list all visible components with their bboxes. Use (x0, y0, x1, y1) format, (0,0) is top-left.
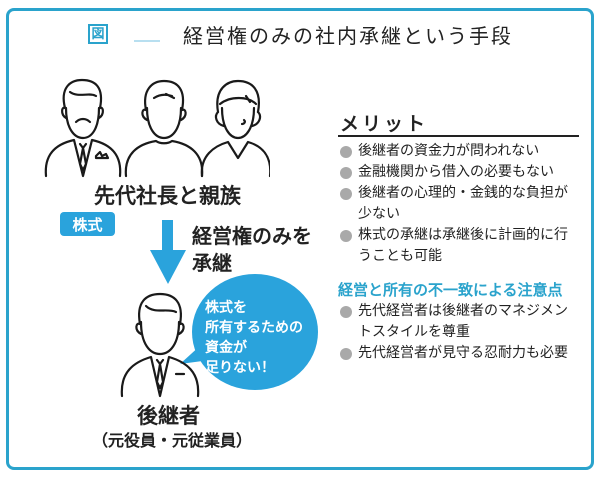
predecessor-label: 先代社長と親族 (94, 184, 241, 208)
successor-label: 後継者 (137, 404, 200, 428)
speech-bubble (170, 272, 320, 401)
merit-item: 後継者の心理的・金銭的な負担が少ない (338, 183, 579, 225)
figure-title-row: 図 (88, 22, 160, 46)
caution-item: 先代経営者は後継者のマネジメントスタイルを尊重 (338, 301, 579, 343)
transfer-label-line2: 承継 (192, 251, 232, 275)
family-member-icon (124, 79, 204, 178)
bullet-icon (340, 188, 352, 200)
figure-label: 図 (88, 24, 108, 44)
figure-title: 経営権のみの社内承継という手段 (183, 24, 513, 48)
bullet-icon (340, 306, 352, 318)
figure-frame (6, 8, 594, 470)
figure-number-placeholder (134, 40, 160, 42)
merit-item: 後継者の資金力が問われない (338, 141, 579, 162)
merit-item: 金融機関から借入の必要もない (338, 162, 579, 183)
merit-item: 株式の承継は承継後に計画的に行うことも可能 (338, 225, 579, 267)
caution-section: 経営と所有の不一致による注意点 先代経営者は後継者のマネジメントスタイルを尊重 … (338, 280, 579, 364)
down-arrow-icon (148, 220, 188, 290)
successor-sub-label: （元役員・元従業員） (92, 431, 253, 450)
bullet-icon (340, 146, 352, 158)
caution-heading: 経営と所有の不一致による注意点 (338, 281, 563, 299)
transfer-label: 経営権のみを 承継 (192, 223, 312, 277)
merit-divider (338, 135, 579, 137)
president-icon (44, 78, 122, 178)
bullet-icon (340, 230, 352, 242)
merit-section: メリット 後継者の資金力が問われない 金融機関から借入の必要もない 後継者の心理… (338, 109, 579, 267)
transfer-label-line1: 経営権のみを (192, 224, 312, 248)
speech-bubble-text: 株式を 所有するための 資金が 足りない！ (205, 300, 303, 376)
predecessor-family-illustration (40, 78, 270, 178)
successor-icon (118, 292, 202, 402)
bullet-icon (340, 348, 352, 360)
stock-badge: 株式 (60, 212, 115, 236)
wife-icon (200, 79, 270, 178)
caution-item: 先代経営者が見守る忍耐力も必要 (338, 343, 579, 364)
bullet-icon (340, 167, 352, 179)
caution-list: 先代経営者は後継者のマネジメントスタイルを尊重 先代経営者が見守る忍耐力も必要 (338, 301, 579, 364)
merit-list: 後継者の資金力が問われない 金融機関から借入の必要もない 後継者の心理的・金銭的… (338, 141, 579, 267)
merit-heading: メリット (340, 113, 429, 135)
